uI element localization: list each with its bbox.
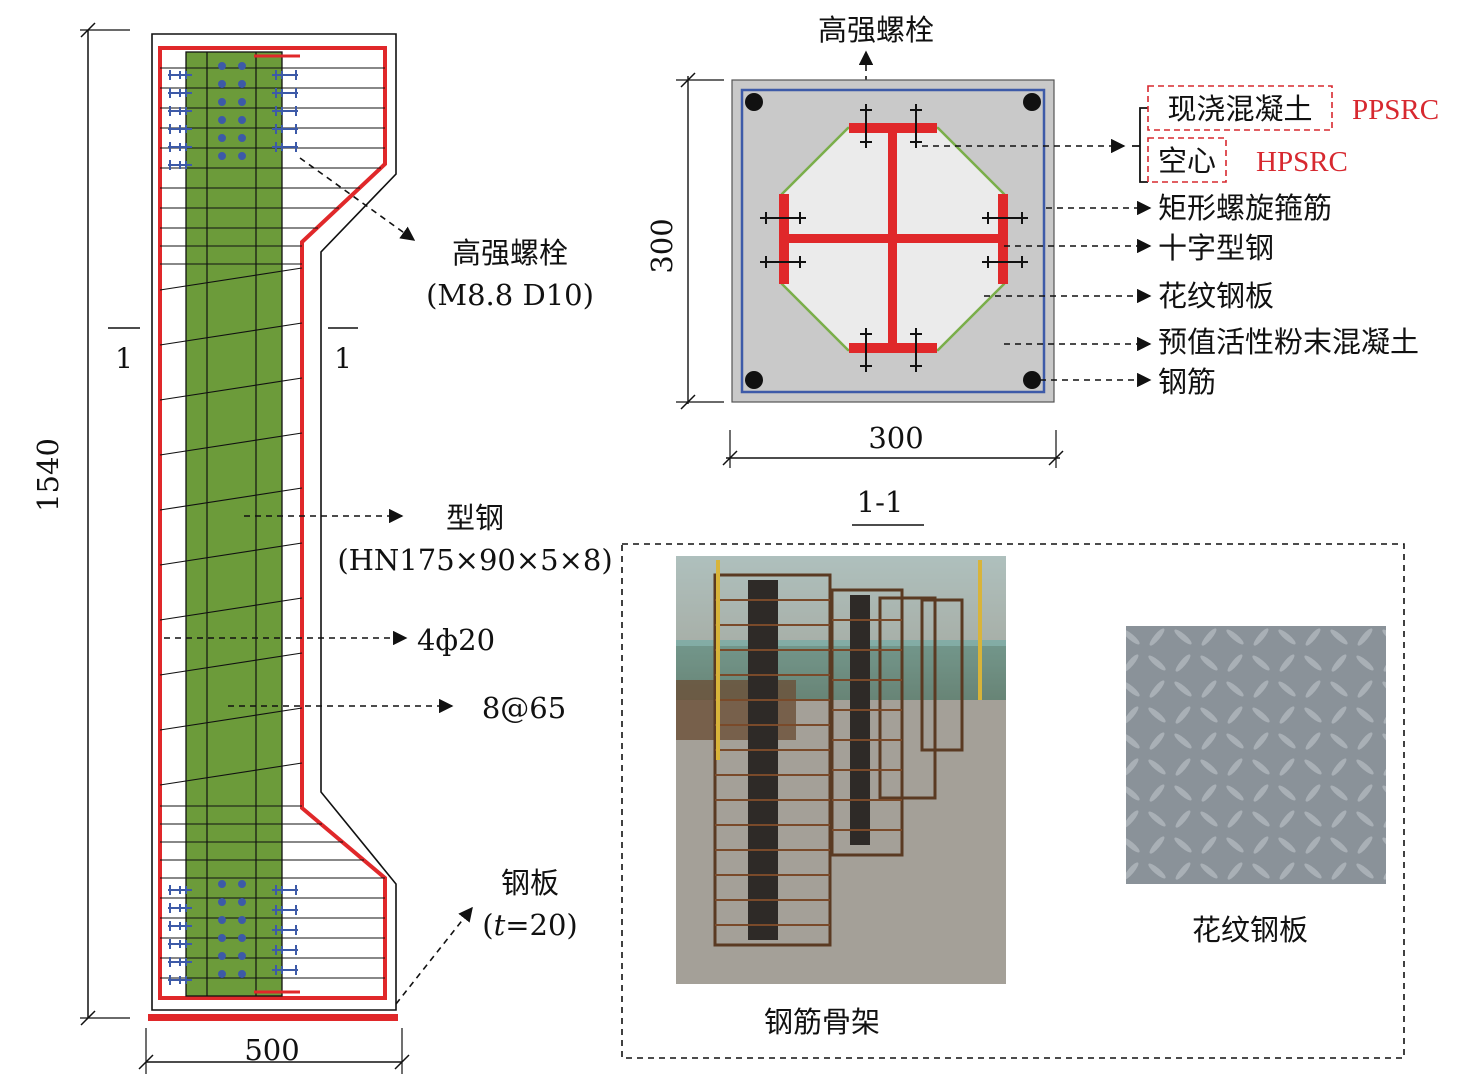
cross-steel — [779, 123, 1008, 353]
legend-cross-steel: 十字型钢 — [1158, 231, 1274, 265]
stirrup-outline — [158, 46, 387, 1000]
legend-rpc: 预值活性粉末混凝土 — [1158, 325, 1419, 359]
stirrup-label: 8@65 — [482, 691, 566, 725]
option-hollow-text: 空心 — [1158, 144, 1216, 178]
height-dimension: 1540 — [31, 22, 130, 1026]
cross-section: 高强螺栓 300 — [645, 13, 1439, 526]
options-brace — [1132, 107, 1148, 183]
steel-callout: 型钢 (HN175×90×5×8) — [244, 501, 613, 577]
section-mark-left-label: 1 — [115, 342, 133, 375]
rebar-cage-caption: 钢筋骨架 — [764, 1005, 880, 1039]
section-width-dimension: 300 — [722, 421, 1064, 468]
column-elevation: 1540 — [31, 22, 613, 1074]
corner-rebar — [745, 93, 763, 111]
bolt-label: 高强螺栓 — [452, 236, 568, 270]
photo-panel-frame — [621, 543, 1405, 1059]
corner-rebar — [1023, 371, 1041, 389]
plate-thickness: (t=20) — [482, 908, 578, 942]
base-plate — [148, 1014, 398, 1021]
option-box-hollow — [1147, 137, 1227, 183]
option-cast-text: 现浇混凝土 — [1167, 92, 1312, 126]
bolts-bottom — [168, 880, 298, 985]
section-mark-right: 1 — [328, 327, 358, 375]
option-hollow-tag: HPSRC — [1256, 146, 1348, 178]
legend-rebar: 钢筋 — [1158, 365, 1216, 399]
bottom-stirrups — [160, 805, 385, 979]
section-bolt-label: 高强螺栓 — [818, 13, 934, 47]
height-dim-label: 1540 — [31, 438, 65, 512]
legend-spiral-stirrup: 矩形螺旋箍筋 — [1158, 191, 1332, 225]
bolt-callout: 高强螺栓 (M8.8 D10) — [299, 157, 594, 312]
section-bolts — [760, 104, 1028, 372]
option-cast-tag: PPSRC — [1352, 94, 1439, 126]
section-mark-left: 1 — [108, 327, 140, 375]
width-dim-label: 500 — [244, 1033, 299, 1067]
rebar-callout: 4ф20 — [164, 623, 495, 657]
corner-rebar — [1023, 93, 1041, 111]
rebar-cage-photo — [676, 556, 1006, 984]
section-height-label: 300 — [645, 218, 679, 273]
width-dimension: 500 — [138, 1028, 410, 1074]
checkered-plate-caption: 花纹钢板 — [1192, 913, 1308, 947]
spiral-stirrup-square — [740, 88, 1046, 394]
corner-rebar — [745, 371, 763, 389]
section-height-dimension: 300 — [645, 72, 724, 410]
bolt-spec: (M8.8 D10) — [426, 278, 594, 312]
spiral-stirrups — [159, 267, 303, 786]
section-caption: 1-1 — [857, 485, 904, 519]
option-box-cast — [1147, 85, 1333, 131]
rebar-label: 4ф20 — [417, 623, 495, 657]
steel-section — [185, 51, 283, 997]
bolts-top — [168, 62, 298, 170]
stirrup-callout: 8@65 — [228, 691, 566, 725]
checkered-plate-photo — [1126, 626, 1386, 884]
plate-callout: 钢板 (t=20) — [395, 866, 578, 1005]
legend-checkered-plate: 花纹钢板 — [1158, 279, 1274, 313]
section-width-label: 300 — [868, 421, 923, 455]
plate-label: 钢板 — [501, 866, 559, 900]
photo-panel: 钢筋骨架 花纹钢板 — [621, 543, 1405, 1059]
steel-spec: (HN175×90×5×8) — [337, 543, 612, 577]
steel-label: 型钢 — [446, 501, 504, 535]
section-mark-right-label: 1 — [334, 342, 352, 375]
